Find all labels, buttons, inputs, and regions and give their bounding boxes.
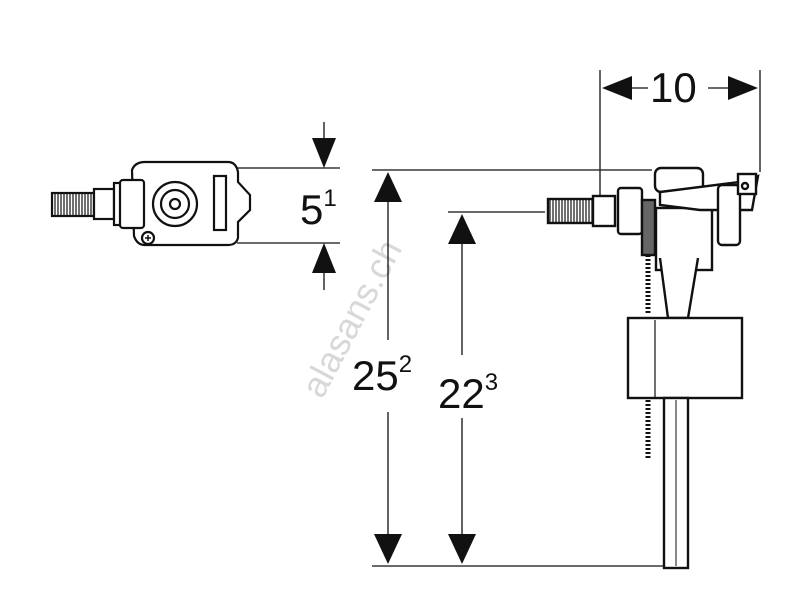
arrow-left-icon xyxy=(602,76,632,100)
side-height-label: 51 xyxy=(300,185,337,233)
arrow-down-icon xyxy=(374,534,402,564)
arrow-down-icon xyxy=(448,534,476,564)
fill-valve-side-view xyxy=(546,166,760,570)
fill-valve-top-view xyxy=(50,160,252,247)
inlet-height-label: 223 xyxy=(438,369,498,417)
arrow-up-icon xyxy=(312,243,336,273)
arrow-down-icon xyxy=(312,138,336,168)
arrow-right-icon xyxy=(728,76,758,100)
width-label: 10 xyxy=(650,64,697,111)
dimension-arrows xyxy=(312,76,758,564)
arrow-up-icon xyxy=(374,172,402,202)
total-height-label: 252 xyxy=(352,351,412,399)
arrow-up-icon xyxy=(448,214,476,244)
